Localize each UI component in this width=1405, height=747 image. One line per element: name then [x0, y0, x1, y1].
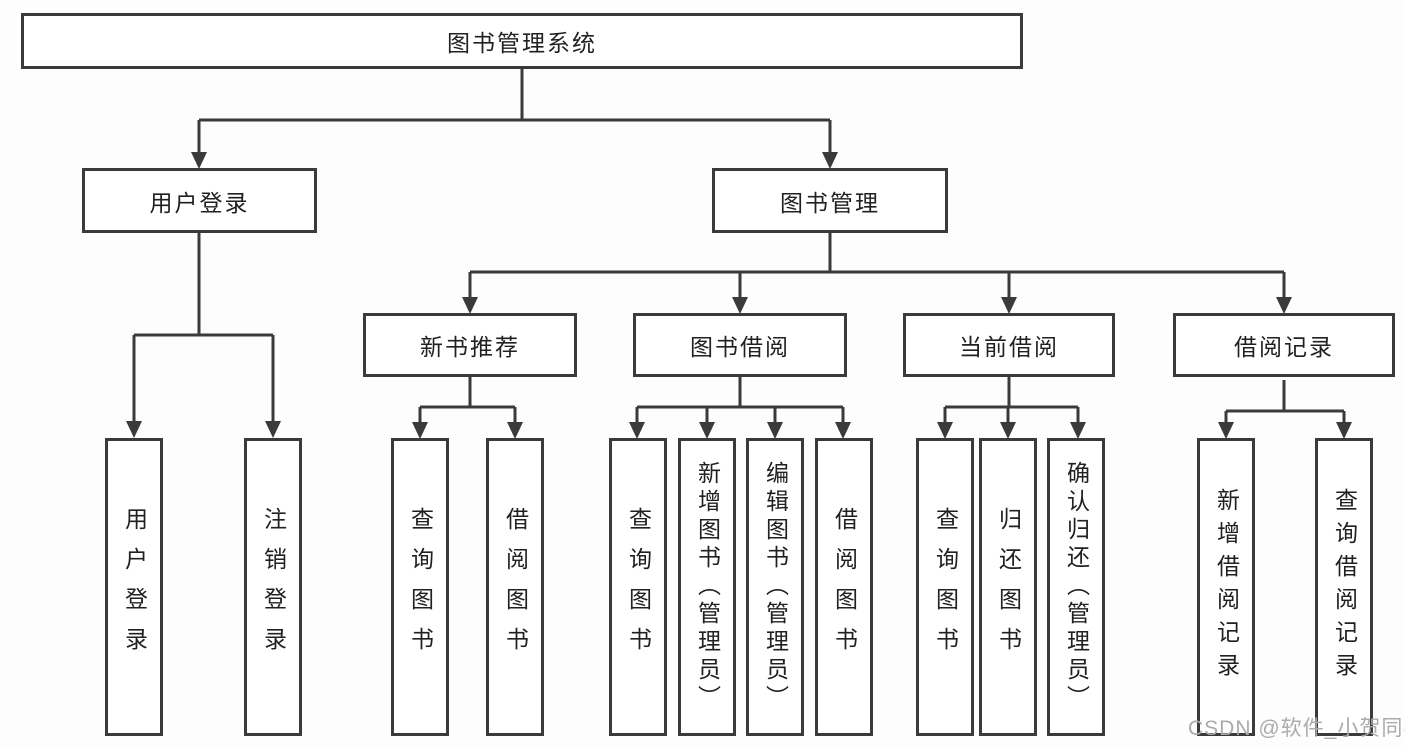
leaf-logout-label: 注销登录 — [260, 507, 287, 667]
connector-bookborrow-to-leaves — [635, 377, 845, 426]
leaf-query-borrow-record: 查询借阅记录 — [1315, 438, 1373, 736]
leaf-user-login: 用户登录 — [105, 438, 163, 736]
arrowhead — [835, 422, 851, 439]
leaf-query-books-recommend-label: 查询图书 — [407, 507, 434, 667]
node-root-system: 图书管理系统 — [21, 13, 1023, 69]
node-new-book-recommend-label: 新书推荐 — [420, 334, 520, 360]
connector-userlogin-to-leaves — [132, 233, 275, 424]
leaf-logout: 注销登录 — [244, 438, 302, 736]
leaf-edit-books-admin-label: 编辑图书（管理员） — [762, 461, 789, 713]
node-user-login: 用户登录 — [82, 168, 317, 233]
arrowhead — [1218, 422, 1234, 439]
node-borrow-records-label: 借阅记录 — [1234, 334, 1334, 360]
leaf-query-books-recommend: 查询图书 — [391, 438, 449, 736]
leaf-add-borrow-record: 新增借阅记录 — [1197, 438, 1255, 736]
csdn-watermark: CSDN @软件_小贺同学 — [1188, 717, 1405, 740]
leaf-user-login-label: 用户登录 — [121, 507, 148, 667]
arrowhead — [412, 422, 428, 439]
arrowhead — [699, 422, 715, 439]
arrowhead — [126, 421, 142, 438]
arrowhead — [732, 297, 748, 314]
leaf-query-borrow-record-label: 查询借阅记录 — [1331, 488, 1358, 686]
arrowhead — [265, 421, 281, 438]
node-current-borrow: 当前借阅 — [903, 313, 1115, 377]
connector-bookmgmt-to-level3 — [468, 233, 1286, 300]
leaf-edit-books-admin: 编辑图书（管理员） — [746, 438, 804, 736]
arrowhead — [1070, 422, 1086, 439]
arrowhead — [191, 152, 207, 169]
connector-newbook-to-leaves — [418, 377, 517, 426]
connector-currentborrow-to-leaves — [943, 377, 1080, 426]
leaf-query-books-borrow: 查询图书 — [609, 438, 667, 736]
node-user-login-label: 用户登录 — [149, 189, 250, 216]
arrowhead — [1000, 422, 1016, 439]
arrowhead — [629, 422, 645, 439]
arrowhead — [937, 422, 953, 439]
node-new-book-recommend: 新书推荐 — [363, 313, 577, 377]
node-book-management: 图书管理 — [712, 168, 948, 233]
leaf-borrow-books-recommend-label: 借阅图书 — [502, 507, 529, 667]
node-current-borrow-label: 当前借阅 — [959, 334, 1059, 360]
leaf-borrow-books: 借阅图书 — [815, 438, 873, 736]
leaf-query-books-current: 查询图书 — [916, 438, 974, 736]
arrowhead — [767, 422, 783, 439]
arrowhead — [462, 297, 478, 314]
leaf-borrow-books-recommend: 借阅图书 — [486, 438, 544, 736]
leaf-confirm-return-admin: 确认归还（管理员） — [1047, 438, 1105, 736]
arrowhead — [1276, 297, 1292, 314]
leaf-query-books-borrow-label: 查询图书 — [625, 507, 652, 667]
node-root-label: 图书管理系统 — [447, 30, 597, 56]
connector-root-to-level2 — [197, 69, 832, 156]
leaf-add-books-admin: 新增图书（管理员） — [678, 438, 736, 736]
leaf-borrow-books-label: 借阅图书 — [831, 507, 858, 667]
leaf-query-books-current-label: 查询图书 — [932, 507, 959, 667]
arrowhead — [1001, 297, 1017, 314]
arrowhead — [822, 152, 838, 169]
leaf-add-books-admin-label: 新增图书（管理员） — [694, 461, 721, 713]
arrowhead — [1336, 422, 1352, 439]
node-book-borrow: 图书借阅 — [633, 313, 847, 377]
arrowhead — [507, 422, 523, 439]
node-book-management-label: 图书管理 — [780, 189, 880, 216]
leaf-add-borrow-record-label: 新增借阅记录 — [1213, 488, 1240, 686]
node-book-borrow-label: 图书借阅 — [690, 334, 790, 360]
leaf-return-books-label: 归还图书 — [995, 507, 1022, 667]
connector-records-to-leaves — [1224, 380, 1346, 426]
leaf-return-books: 归还图书 — [979, 438, 1037, 736]
node-borrow-records: 借阅记录 — [1173, 313, 1395, 377]
leaf-confirm-return-admin-label: 确认归还（管理员） — [1063, 461, 1090, 713]
